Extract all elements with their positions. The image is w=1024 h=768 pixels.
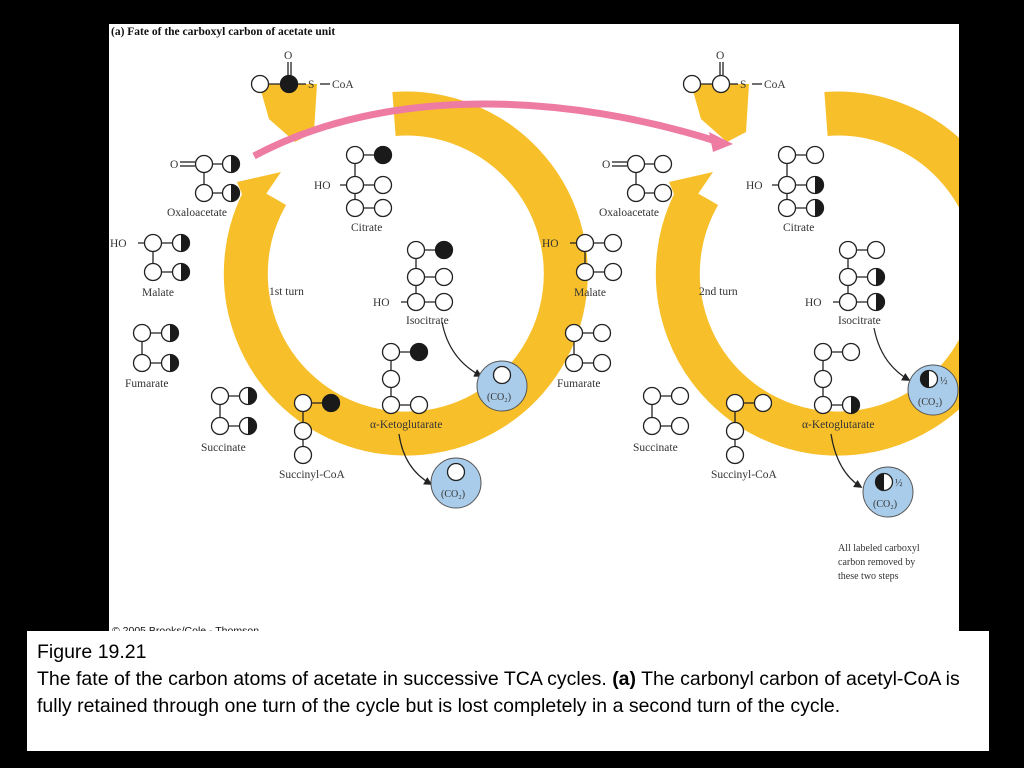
caption-heading: Figure 19.21 — [37, 641, 147, 663]
succinyl-coa-1: Succinyl-CoA — [279, 393, 345, 481]
oxaloacetate-2-label: Oxaloacetate — [599, 207, 659, 219]
malate-1: HO Malate — [110, 233, 191, 299]
co2-2b-half: ½ — [895, 478, 903, 489]
citrate-1-label: Citrate — [351, 222, 382, 234]
tca-diagram: (a) Fate of the carboxyl carbon of aceta… — [110, 26, 959, 637]
figure-panel: (a) Fate of the carboxyl carbon of aceta… — [109, 24, 959, 637]
isocitrate-2-ho: HO — [805, 297, 822, 309]
oxaloacetate-2: O Oxaloacetate — [599, 154, 673, 219]
co2-1b-label: (CO₂) — [441, 489, 465, 500]
transfer-arrow — [252, 100, 721, 160]
acetyl-right-s: S — [740, 79, 746, 91]
co2-2a-label: (CO₂) — [918, 397, 942, 408]
fumarate-1: Fumarate — [125, 323, 180, 390]
ketoglutarate-1: α-Ketoglutarate — [370, 342, 442, 431]
fumarate-2-label: Fumarate — [557, 378, 600, 390]
figure-caption: Figure 19.21 The fate of the carbon atom… — [27, 631, 989, 751]
malate-2-ho: HO — [542, 238, 559, 250]
caption-text-b: The carbonyl carbon of acetyl-CoA is ful… — [37, 668, 960, 717]
fumarate-1-label: Fumarate — [125, 378, 168, 390]
succinate-1-label: Succinate — [201, 442, 246, 454]
citrate-1-ho: HO — [314, 180, 331, 192]
acetyl-coa-left: O S CoA — [250, 50, 354, 94]
turn-1-label: 1st turn — [269, 286, 304, 298]
fumarate-2: Fumarate — [557, 323, 612, 390]
acetyl-coa-right: O S CoA — [682, 50, 786, 94]
co2-1a: (CO₂) — [441, 321, 528, 412]
acetyl-left-o: O — [284, 50, 292, 62]
citrate-2-label: Citrate — [783, 222, 814, 234]
malate-2-label: Malate — [574, 287, 606, 299]
ring-1-entry — [259, 84, 317, 142]
caption-text-a: The fate of the carbon atoms of acetate … — [37, 668, 607, 690]
citrate-2-ho: HO — [746, 180, 763, 192]
co2-2a: ½ (CO₂) — [873, 327, 959, 416]
note-line-1: All labeled carboxyl — [838, 543, 920, 554]
co2-2b: ½ (CO₂) — [830, 433, 914, 518]
ketoglutarate-2-label: α-Ketoglutarate — [802, 419, 874, 431]
ring-2-entry — [691, 84, 749, 142]
isocitrate-2: HO Isocitrate — [805, 240, 886, 327]
malate-1-label: Malate — [142, 287, 174, 299]
acetyl-left-s: S — [308, 79, 314, 91]
note-line-2: carbon removed by — [838, 557, 915, 568]
succinate-2-label: Succinate — [633, 442, 678, 454]
ring-1-arrowhead — [237, 172, 281, 216]
ketoglutarate-1-label: α-Ketoglutarate — [370, 419, 442, 431]
succinyl-coa-2-label: Succinyl-CoA — [711, 469, 777, 481]
succinate-2: Succinate — [633, 386, 690, 454]
malate-1-ho: HO — [110, 238, 127, 250]
co2-1b: (CO₂) — [398, 433, 482, 509]
isocitrate-1: HO Isocitrate — [373, 240, 454, 327]
oxaloacetate-2-o: O — [602, 159, 610, 171]
ketoglutarate-2: α-Ketoglutarate — [802, 342, 874, 431]
caption-bold: (a) — [612, 668, 637, 690]
succinate-1: Succinate — [201, 386, 258, 454]
citrate-2: HO Citrate — [746, 145, 825, 234]
figure-title: (a) Fate of the carboxyl carbon of aceta… — [111, 26, 335, 38]
citrate-1: HO Citrate — [314, 145, 393, 234]
oxaloacetate-1-o: O — [170, 159, 178, 171]
succinyl-coa-1-label: Succinyl-CoA — [279, 469, 345, 481]
co2-1a-label: (CO₂) — [487, 392, 511, 403]
oxaloacetate-1: O Oxaloacetate — [167, 154, 241, 219]
co2-2b-label: (CO₂) — [873, 499, 897, 510]
acetyl-right-coa: CoA — [764, 79, 786, 91]
co2-2a-half: ½ — [940, 376, 948, 387]
acetyl-left-coa: CoA — [332, 79, 354, 91]
malate-2: HO Malate — [542, 233, 623, 299]
oxaloacetate-1-label: Oxaloacetate — [167, 207, 227, 219]
transfer-arrowhead — [709, 132, 733, 152]
succinyl-coa-2: Succinyl-CoA — [711, 393, 777, 481]
ring-2-arrowhead — [669, 172, 713, 216]
isocitrate-2-label: Isocitrate — [838, 315, 881, 327]
isocitrate-1-label: Isocitrate — [406, 315, 449, 327]
turn-2-label: 2nd turn — [699, 286, 738, 298]
isocitrate-1-ho: HO — [373, 297, 390, 309]
acetyl-right-o: O — [716, 50, 724, 62]
note-line-3: these two steps — [838, 571, 899, 582]
